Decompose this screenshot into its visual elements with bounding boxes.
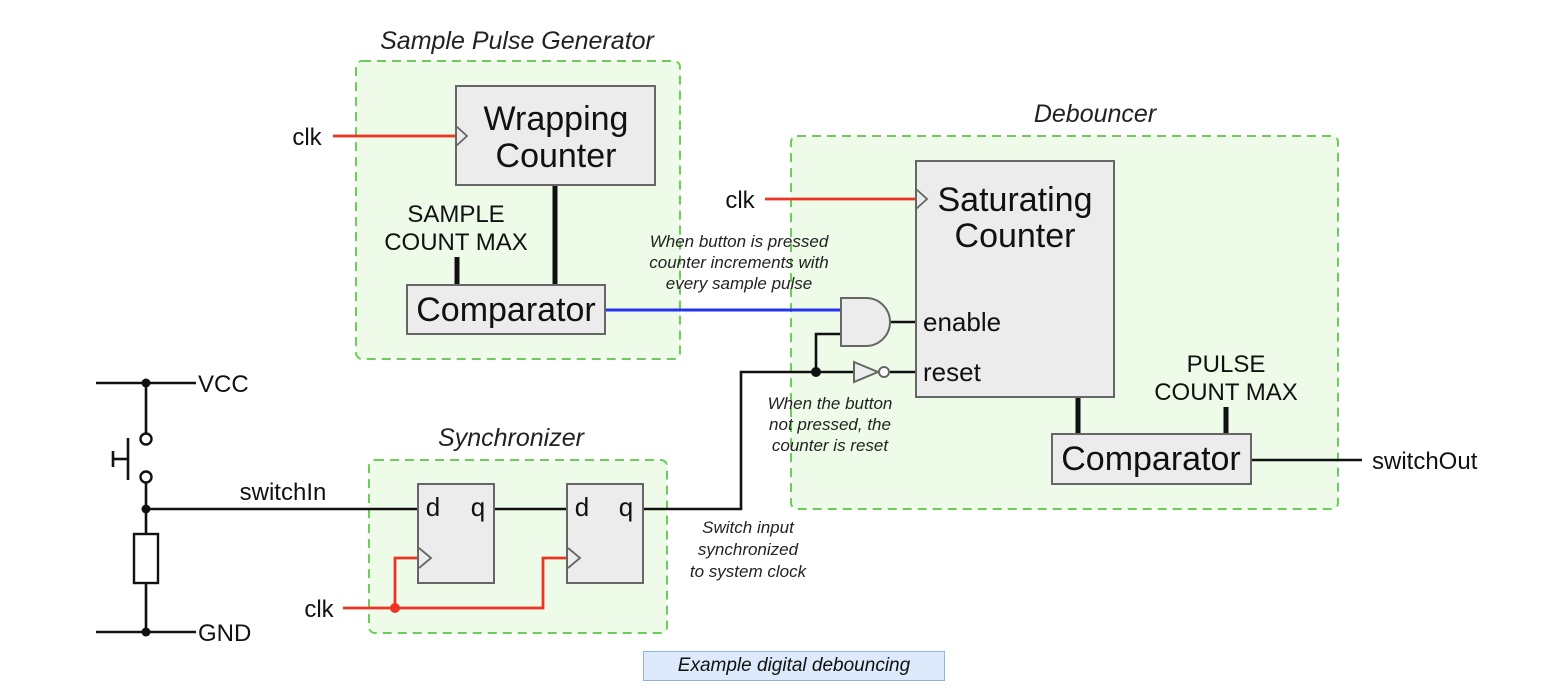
sample-count-max-label-2: COUNT MAX bbox=[384, 229, 528, 256]
clk-wire-ff2 bbox=[395, 556, 568, 610]
clk-label-sync: clk bbox=[304, 596, 334, 623]
pressed-note-2: counter increments with bbox=[649, 253, 829, 272]
saturating-counter-clock-marker bbox=[915, 188, 929, 210]
inverter-gate bbox=[853, 360, 881, 384]
enable-label: enable bbox=[923, 307, 1001, 337]
wrapping-counter-label-2: Counter bbox=[496, 137, 617, 175]
switch-in-dot bbox=[141, 504, 151, 514]
comparator-right-label: Comparator bbox=[1061, 440, 1241, 478]
not-pressed-note-2: not pressed, the bbox=[769, 415, 891, 434]
clk-label-wrapping: clk bbox=[292, 124, 322, 151]
not-pressed-note-1: When the button bbox=[768, 394, 893, 413]
comparator-top-label: Comparator bbox=[416, 291, 596, 329]
pressed-note-1: When button is pressed bbox=[650, 232, 829, 251]
flip-flop-2-q-label: q bbox=[619, 492, 633, 522]
flip-flop-1-clock-marker bbox=[418, 547, 433, 569]
reset-label: reset bbox=[923, 357, 982, 387]
and-gate bbox=[840, 297, 891, 347]
sync-junction-dot bbox=[811, 367, 821, 377]
sample-count-max-label-1: SAMPLE bbox=[407, 201, 504, 228]
switch-in-label: switchIn bbox=[240, 479, 327, 506]
flip-flop-2-d-label: d bbox=[575, 492, 589, 522]
sync-note-3: to system clock bbox=[690, 562, 808, 581]
pulse-count-max-label-1: PULSE bbox=[1187, 351, 1266, 378]
wrapping-counter-block bbox=[455, 85, 656, 186]
switch-top-terminal bbox=[139, 432, 153, 446]
sync-note-1: Switch input bbox=[702, 518, 795, 537]
vcc-label: VCC bbox=[198, 371, 249, 398]
gnd-dot bbox=[141, 627, 151, 637]
synchronizer-title: Synchronizer bbox=[438, 424, 586, 452]
flip-flop-1-d-label: d bbox=[426, 492, 440, 522]
saturating-counter-label-2: Counter bbox=[955, 217, 1076, 255]
wrapping-counter-clock-marker bbox=[455, 125, 469, 147]
pull-down-resistor bbox=[132, 532, 160, 585]
pressed-note-3: every sample pulse bbox=[666, 274, 812, 293]
saturating-counter-block bbox=[915, 160, 1115, 398]
figure-caption: Example digital debouncing bbox=[643, 651, 945, 681]
comparator-top-block bbox=[406, 284, 606, 335]
flip-flop-1-q-label: q bbox=[471, 492, 485, 522]
pulse-count-max-label-2: COUNT MAX bbox=[1154, 379, 1298, 406]
comparator-right-block bbox=[1051, 433, 1252, 485]
debouncer-title: Debouncer bbox=[1034, 100, 1158, 128]
clk-wire-ff1 bbox=[393, 556, 419, 608]
switch-bottom-terminal bbox=[139, 470, 153, 484]
sync-output-wire bbox=[643, 370, 854, 511]
clk-junction-dot bbox=[390, 603, 400, 613]
inverter-bubble bbox=[878, 366, 890, 378]
not-pressed-note-3: counter is reset bbox=[772, 436, 889, 455]
flip-flop-2-block bbox=[566, 483, 644, 584]
and-input-wire bbox=[814, 332, 841, 372]
wrapping-counter-label-1: Wrapping bbox=[484, 100, 629, 138]
sync-note-2: synchronized bbox=[698, 540, 799, 559]
gnd-label: GND bbox=[198, 620, 251, 647]
flip-flop-1-block bbox=[417, 483, 495, 584]
flip-flop-2-clock-marker bbox=[567, 547, 582, 569]
switch-out-label: switchOut bbox=[1372, 448, 1478, 475]
sample-pulse-generator-title: Sample Pulse Generator bbox=[380, 27, 655, 55]
clk-label-saturating: clk bbox=[725, 187, 755, 214]
saturating-counter-label-1: Saturating bbox=[938, 181, 1093, 219]
